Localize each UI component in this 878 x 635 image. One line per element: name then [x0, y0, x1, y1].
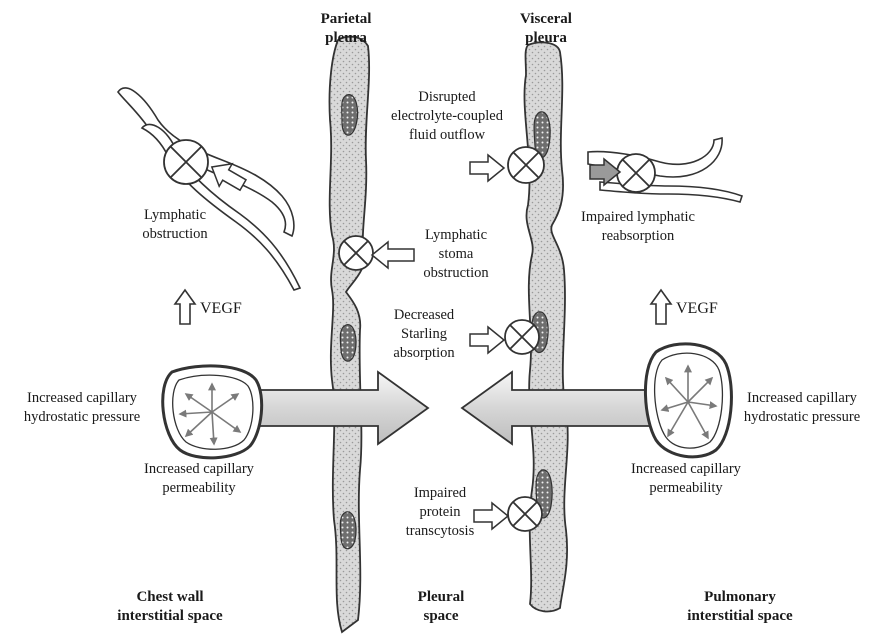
- pointer-arrow-starling: [470, 327, 504, 353]
- blocked-lymphatic-circle-left: [164, 140, 208, 184]
- blocked-starling-circle: [505, 320, 539, 354]
- pointer-arrow-outflow: [470, 155, 504, 181]
- parietal-cell: [342, 95, 358, 136]
- left-capillary: [163, 366, 262, 458]
- vegf-up-arrow-left: [175, 290, 195, 324]
- blocked-lymphatic-circle-right: [617, 154, 655, 192]
- vegf-left-label: VEGF: [200, 300, 242, 318]
- blocked-transcytosis-circle: [508, 497, 542, 531]
- vegf-right-label: VEGF: [676, 300, 718, 318]
- blocked-outflow-circle: [508, 147, 544, 183]
- right-capillary: [645, 344, 731, 457]
- blocked-stoma-circle: [339, 236, 373, 270]
- vegf-up-arrow-right: [651, 290, 671, 324]
- parietal-cell: [340, 512, 356, 549]
- parietal-cell: [340, 325, 356, 362]
